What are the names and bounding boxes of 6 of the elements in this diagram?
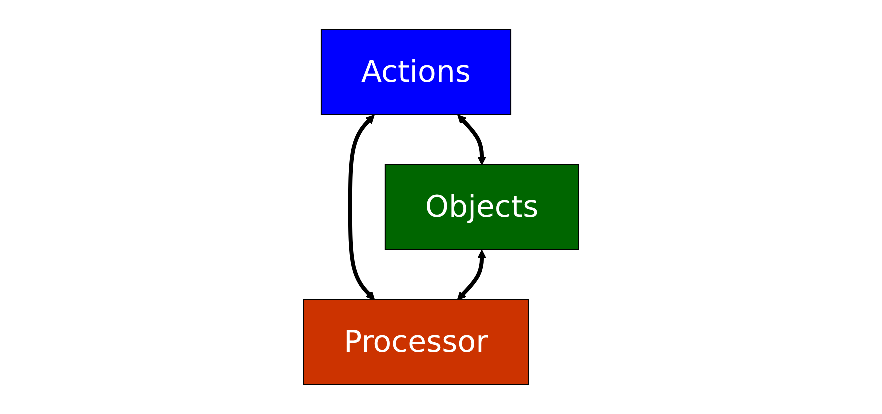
node-box: Objects (384, 164, 579, 250)
arrow (456, 250, 486, 300)
arrow (457, 114, 486, 165)
node-box: Actions (320, 29, 512, 115)
arrow (348, 114, 375, 300)
node-box: Processor (303, 299, 529, 385)
